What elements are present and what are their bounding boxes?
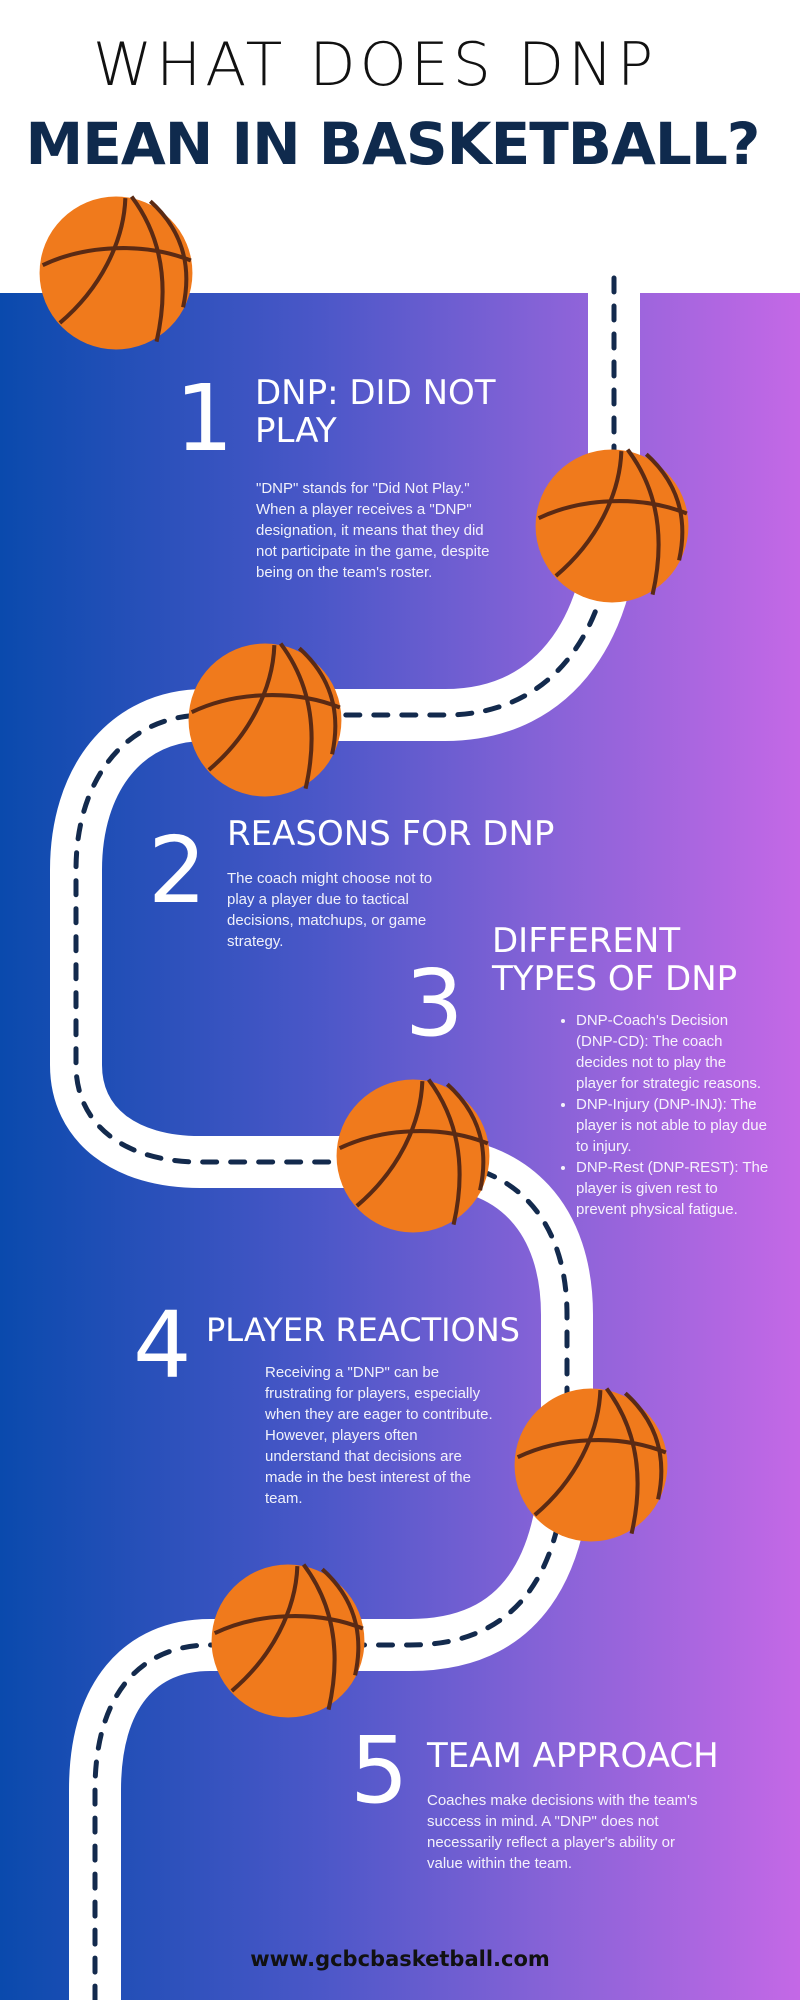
section-body: Coaches make decisions with the team's s… <box>427 1792 698 1872</box>
section-title: REASONS FOR DNP <box>227 814 555 854</box>
step-number: 5 <box>350 1717 409 1824</box>
basketball-icon <box>514 1387 668 1542</box>
section-title: DNP: DID NOT PLAY <box>255 373 496 451</box>
basketball-icon <box>336 1078 490 1233</box>
step-number: 2 <box>148 817 207 924</box>
section-body: Receiving a "DNP" can be frustrating for… <box>265 1364 493 1507</box>
basketball-icon <box>39 195 193 350</box>
basketball-icon <box>211 1563 365 1718</box>
title-line-1: WHAT DOES DNP <box>92 30 658 100</box>
step-number: 4 <box>133 1292 192 1399</box>
section-bullets: DNP-Coach's Decision (DNP-CD): The coach… <box>556 1010 771 1220</box>
section-title: TEAM APPROACH <box>427 1736 719 1776</box>
title-line-2: MEAN IN BASKETBALL? <box>25 110 761 178</box>
bullet-item: DNP-Injury (DNP-INJ): The player is not … <box>576 1094 771 1157</box>
website-link[interactable]: www.gcbcbasketball.com <box>250 1947 550 1971</box>
section-body: "DNP" stands for "Did Not Play." When a … <box>256 480 490 581</box>
section-title: PLAYER REACTIONS <box>206 1311 520 1349</box>
basketball-icon <box>535 448 689 603</box>
bullet-item: DNP-Coach's Decision (DNP-CD): The coach… <box>576 1010 771 1094</box>
section-title: DIFFERENT TYPES OF DNP <box>492 921 738 999</box>
section-body: The coach might choose not to play a pla… <box>227 870 433 950</box>
step-number: 1 <box>175 365 234 472</box>
bullet-item: DNP-Rest (DNP-REST): The player is given… <box>576 1157 771 1220</box>
step-number: 3 <box>405 950 464 1057</box>
basketball-icon <box>188 642 342 797</box>
